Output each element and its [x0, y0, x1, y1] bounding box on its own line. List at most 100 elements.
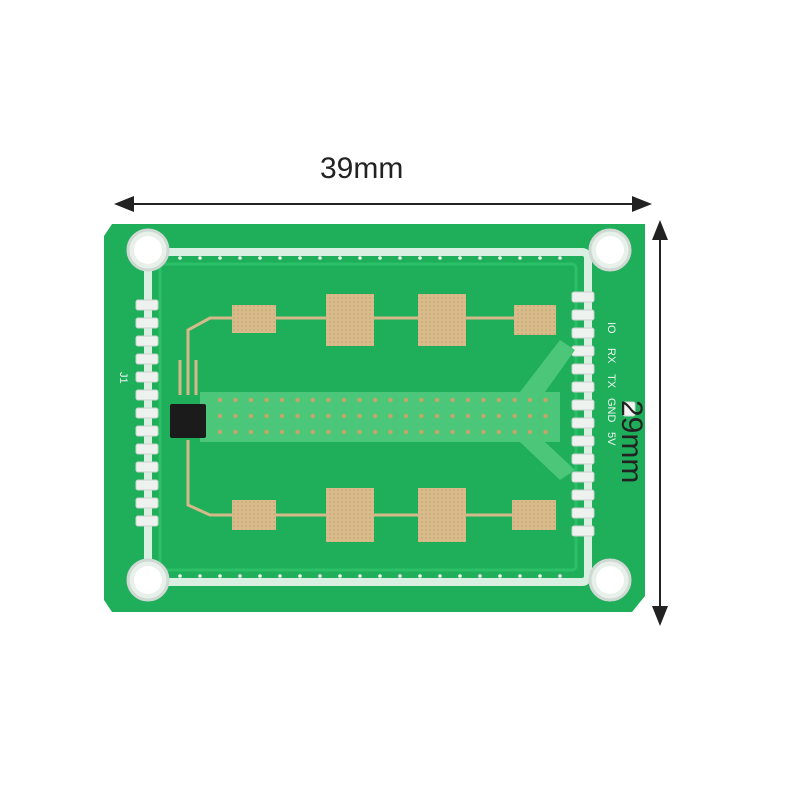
via [527, 397, 533, 403]
left-pad [135, 389, 159, 401]
via [465, 413, 471, 419]
right-connector-pads [571, 291, 595, 537]
right-pad [571, 453, 595, 465]
via [233, 413, 238, 419]
edge-via [378, 574, 382, 578]
edge-via [558, 574, 562, 578]
via [357, 397, 362, 403]
via [450, 413, 455, 419]
via [264, 397, 269, 403]
pin-label-io: IO [605, 322, 617, 334]
via [543, 413, 548, 419]
via [326, 429, 331, 435]
left-pad [135, 317, 159, 329]
edge-via [458, 574, 462, 578]
left-pad [135, 371, 159, 383]
via [326, 413, 331, 419]
edge-via-rows [178, 256, 562, 578]
via [248, 397, 254, 403]
radar-chip [170, 404, 206, 438]
right-pad [571, 345, 595, 357]
left-pad [135, 407, 159, 419]
edge-via [298, 574, 302, 578]
left-pad [135, 479, 159, 491]
via [217, 397, 223, 403]
via [543, 429, 548, 435]
via [357, 429, 362, 435]
edge-via [238, 256, 242, 260]
edge-via [218, 256, 222, 260]
via [465, 397, 471, 403]
edge-via [178, 256, 182, 260]
edge-via [418, 256, 422, 260]
right-pad [571, 525, 595, 537]
via [372, 397, 378, 403]
via [310, 429, 316, 435]
via [496, 397, 502, 403]
via [217, 413, 223, 419]
via [372, 429, 378, 435]
pin-label-rx: RX [605, 348, 617, 364]
via [527, 413, 533, 419]
via [341, 413, 347, 419]
via [279, 413, 285, 419]
mounting-holes [126, 228, 632, 602]
via [496, 429, 502, 435]
via [310, 413, 316, 419]
right-pad [571, 399, 595, 411]
edge-via [438, 574, 442, 578]
edge-via [318, 574, 322, 578]
connector-label: J1 [117, 372, 129, 384]
via [512, 397, 517, 403]
via [527, 429, 533, 435]
left-pad [135, 515, 159, 527]
edge-via [298, 256, 302, 260]
right-pad [571, 291, 595, 303]
edge-via [318, 256, 322, 260]
height-dimension-label: 29mm [615, 400, 648, 484]
edge-via [418, 574, 422, 578]
edge-via [458, 256, 462, 260]
right-pad [571, 417, 595, 429]
via [372, 413, 378, 419]
via [388, 429, 393, 435]
via [326, 397, 331, 403]
edge-via [538, 256, 542, 260]
via [403, 429, 409, 435]
right-pad [571, 327, 595, 339]
via [419, 397, 424, 403]
via [403, 397, 409, 403]
right-pad [571, 471, 595, 483]
via [248, 429, 254, 435]
edge-via [358, 256, 362, 260]
edge-via [498, 256, 502, 260]
edge-via [278, 256, 282, 260]
edge-via [198, 574, 202, 578]
via [233, 397, 238, 403]
pin-label-5v: 5V [605, 432, 617, 446]
via [543, 397, 548, 403]
via [481, 413, 486, 419]
via [450, 397, 455, 403]
width-dimension-label: 39mm [320, 152, 404, 185]
via [248, 413, 254, 419]
via [481, 429, 486, 435]
edge-via [398, 256, 402, 260]
edge-via [378, 256, 382, 260]
via [419, 429, 424, 435]
pin-label-gnd: GND [605, 398, 617, 423]
edge-via [338, 256, 342, 260]
edge-via [238, 574, 242, 578]
right-pad [571, 507, 595, 519]
via [295, 397, 300, 403]
edge-via [498, 574, 502, 578]
right-pad [571, 489, 595, 501]
left-pad [135, 461, 159, 473]
pin-labels: IO RX TX GND 5V [605, 322, 617, 446]
antenna-patches-top [232, 294, 556, 346]
via [434, 397, 440, 403]
edge-via [258, 574, 262, 578]
right-pad [571, 363, 595, 375]
